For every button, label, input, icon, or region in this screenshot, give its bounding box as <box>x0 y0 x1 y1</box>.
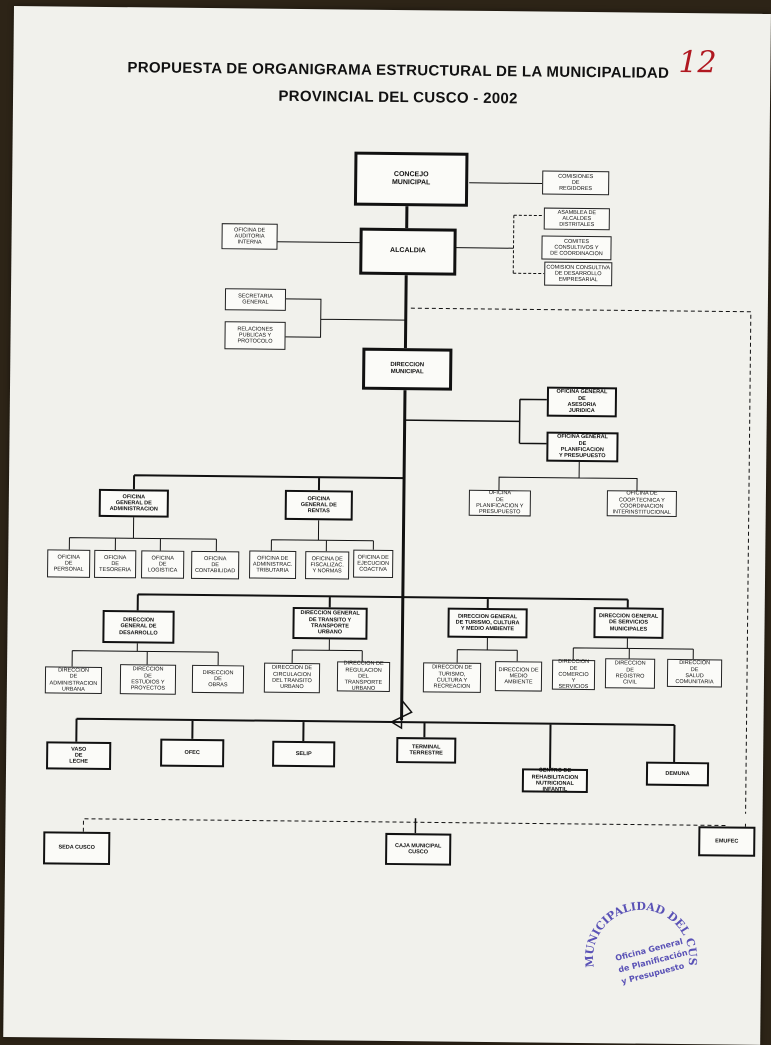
org-chart-connectors <box>68 182 752 840</box>
comisiones-regidores-box: COMISIONES DE REGIDORES <box>542 170 610 196</box>
administrac-tributaria-box: OFICINA DE ADMINISTRAC. TRIBUTARIA <box>249 550 297 579</box>
direccion-turismo-box: DIRECCION DE TURISMO, CULTURA Y RECREACI… <box>422 662 482 693</box>
stamp-seal-icon: MUNICIPALIDAD DEL CUSCO Oficina General … <box>571 882 700 986</box>
ejecucion-coactiva-box: OFICINA DE EJECUCION COACTIVA <box>353 549 394 579</box>
comercio-servicios-box: DIRECCION DE COMERCIO Y SERVICIOS <box>551 659 596 691</box>
tesoreria-box: OFICINA DE TESORERIA <box>94 549 137 579</box>
contabilidad-box: OFICINA DE CONTABILIDAD <box>191 550 240 580</box>
salud-comunitaria-box: DIRECCION DE SALUD COMUNITARIA <box>666 658 723 688</box>
servicios-municipales-box: DIRECCION GENERAL DE SERVICIOS MUNICIPAL… <box>593 607 664 639</box>
medio-ambiente-box: DIRECCION DE MEDIO AMBIENTE <box>494 661 543 692</box>
administracion-box: OFICINA GENERAL DE ADMINISTRACION <box>98 488 169 518</box>
planificacion-presupuesto-box: OFICINA GENERAL DE PLANIFICACION Y PRESU… <box>546 431 619 463</box>
centro-rehabilitacion-box: CENTRO DE REHABILITACION NUTRICIONAL INF… <box>521 768 589 793</box>
terminal-terrestre-box: TERMINAL TERRESTRE <box>396 737 457 764</box>
estudios-proyectos-box: DIRECCION DE ESTUDIOS Y PROYECTOS <box>119 664 177 695</box>
asamblea-alcaldes-box: ASAMBLEA DE ALCALDES DISTRITALES <box>543 207 610 231</box>
coop-tecnica-box: OFICINA DE COOP.TECNICA Y COORDINACION I… <box>606 490 677 517</box>
fiscalizac-normas-box: OFICINA DE FISCALIZAC. Y NORMAS <box>305 551 350 580</box>
caja-municipal-box: CAJA MUNICIPAL CUSCO <box>385 832 452 866</box>
administracion-urbana-box: DIRECCION DE ADMINISTRACION URBANA <box>44 666 103 694</box>
document-page: PROPUESTA DE ORGANIGRAMA ESTRUCTURAL DE … <box>3 6 771 1045</box>
relaciones-publicas-box: RELACIONES PUBLICAS Y PROTOCOLO <box>224 321 286 350</box>
concejo-municipal-box: CONCEJO MUNICIPAL <box>353 151 469 207</box>
circulacion-transito-box: DIRECCION DE CIRCULACION DEL TRANSITO UR… <box>263 662 321 694</box>
turismo-cultura-box: DIRECCION GENERAL DE TURISMO, CULTURA Y … <box>447 607 528 639</box>
comites-consultivos-box: COMITES CONSULTIVOS Y DE COORDINACION <box>541 235 612 261</box>
direccion-municipal-box: DIRECCION MUNICIPAL <box>362 347 453 391</box>
selip-box: SELIP <box>272 740 336 768</box>
ofec-box: OFEC <box>160 738 225 768</box>
logistica-box: OFICINA DE LOGISTICA <box>141 550 185 579</box>
rentas-box: OFICINA GENERAL DE RENTAS <box>284 489 353 521</box>
vaso-de-leche-box: VASO DE LECHE <box>46 741 112 771</box>
emufec-box: EMUFEC <box>698 826 756 857</box>
obras-box: DIRECCION DE OBRAS <box>191 664 245 694</box>
secretaria-general-box: SECRETARIA GENERAL <box>224 288 287 311</box>
alcaldia-box: ALCALDIA <box>359 227 457 276</box>
personal-box: OFICINA DE PERSONAL <box>47 549 91 578</box>
regulacion-transporte-box: DIRECCION DE REGULACION DEL TRANSPORTE U… <box>336 661 391 692</box>
desarrollo-box: DIRECCION GENERAL DE DESARROLLO <box>102 609 175 644</box>
demuna-box: DEMUNA <box>645 761 710 787</box>
comision-consultiva-box: COMISION CONSULTIVA DE DESARROLLO EMPRES… <box>544 261 613 287</box>
seda-cusco-box: SEDA CUSCO <box>43 831 111 866</box>
transito-transporte-box: DIRECCION GENERAL DE TRANSITO Y TRANSPOR… <box>292 606 368 640</box>
oficina-planificacion-box: OFICINA DE PLANIFICACION Y PRESUPUESTO <box>468 489 531 517</box>
municipal-stamp: MUNICIPALIDAD DEL CUSCO Oficina General … <box>571 882 706 1023</box>
asesoria-juridica-box: OFICINA GENERAL DE ASESORIA JURIDICA <box>546 386 618 418</box>
registro-civil-box: DIRECCION DE REGISTRO CIVIL <box>604 658 656 689</box>
auditoria-interna-box: OFICINA DE AUDITORIA INTERNA <box>221 223 278 250</box>
